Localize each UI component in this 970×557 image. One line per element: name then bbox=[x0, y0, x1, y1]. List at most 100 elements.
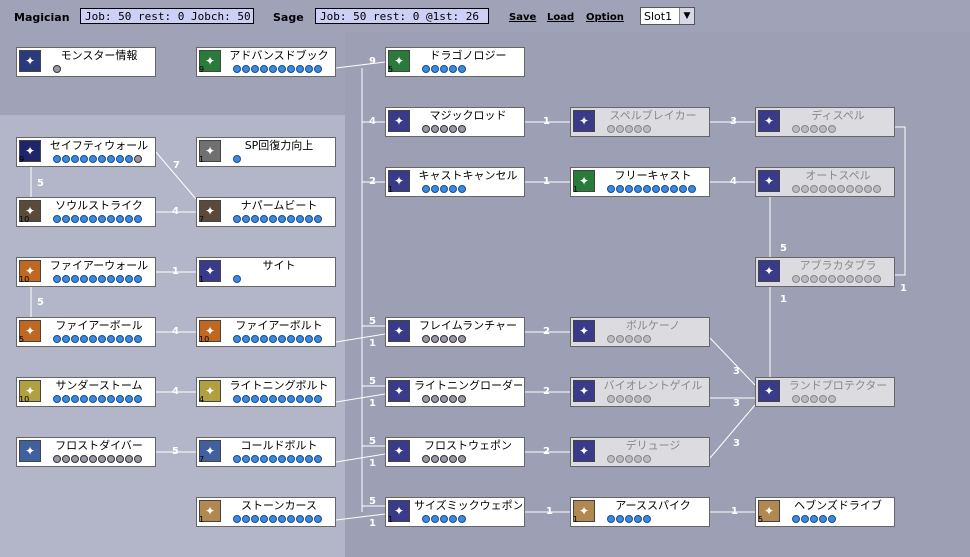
level-dot[interactable] bbox=[233, 215, 241, 223]
level-dot[interactable] bbox=[242, 215, 250, 223]
level-dot[interactable] bbox=[855, 275, 863, 283]
level-dot[interactable] bbox=[792, 395, 800, 403]
level-dot[interactable] bbox=[251, 455, 259, 463]
level-dot[interactable] bbox=[431, 65, 439, 73]
level-dot[interactable] bbox=[792, 185, 800, 193]
level-dot[interactable] bbox=[269, 335, 277, 343]
level-dot[interactable] bbox=[233, 515, 241, 523]
level-dot[interactable] bbox=[107, 155, 115, 163]
level-dot[interactable] bbox=[80, 215, 88, 223]
level-dot[interactable] bbox=[314, 65, 322, 73]
option-link[interactable]: Option bbox=[586, 12, 624, 23]
level-dot[interactable] bbox=[607, 395, 615, 403]
level-dot[interactable] bbox=[616, 125, 624, 133]
level-dot[interactable] bbox=[134, 455, 142, 463]
level-dot[interactable] bbox=[431, 125, 439, 133]
level-dot[interactable] bbox=[431, 395, 439, 403]
level-dot[interactable] bbox=[125, 275, 133, 283]
skill-deluge[interactable]: ✦デリュージ bbox=[570, 437, 710, 467]
level-dot[interactable] bbox=[116, 275, 124, 283]
level-dot[interactable] bbox=[260, 455, 268, 463]
level-dot[interactable] bbox=[440, 185, 448, 193]
level-dot[interactable] bbox=[440, 455, 448, 463]
level-dot[interactable] bbox=[837, 185, 845, 193]
level-dot[interactable] bbox=[873, 275, 881, 283]
level-dot[interactable] bbox=[71, 215, 79, 223]
level-dot[interactable] bbox=[125, 155, 133, 163]
level-dot[interactable] bbox=[80, 395, 88, 403]
level-dot[interactable] bbox=[810, 395, 818, 403]
level-dot[interactable] bbox=[296, 395, 304, 403]
level-dot[interactable] bbox=[422, 65, 430, 73]
skill-auto-spell[interactable]: ✦オートスペル bbox=[755, 167, 895, 197]
level-dot[interactable] bbox=[828, 275, 836, 283]
skill-dispel[interactable]: ✦ディスペル bbox=[755, 107, 895, 137]
slot-select[interactable]: Slot1 ▼ bbox=[640, 7, 695, 25]
level-dot[interactable] bbox=[449, 395, 457, 403]
level-dot[interactable] bbox=[440, 125, 448, 133]
level-dot[interactable] bbox=[652, 185, 660, 193]
level-dot[interactable] bbox=[98, 275, 106, 283]
level-dot[interactable] bbox=[688, 185, 696, 193]
level-dot[interactable] bbox=[449, 455, 457, 463]
level-dot[interactable] bbox=[116, 215, 124, 223]
level-dot[interactable] bbox=[801, 395, 809, 403]
level-dot[interactable] bbox=[458, 65, 466, 73]
level-dot[interactable] bbox=[314, 455, 322, 463]
level-dot[interactable] bbox=[864, 275, 872, 283]
skill-lightning-loader[interactable]: ✦ライトニングローダー bbox=[385, 377, 525, 407]
level-dot[interactable] bbox=[607, 125, 615, 133]
level-dot[interactable] bbox=[107, 455, 115, 463]
level-dot[interactable] bbox=[278, 215, 286, 223]
skill-abracadabra[interactable]: ✦アブラカタブラ bbox=[755, 257, 895, 287]
level-dot[interactable] bbox=[458, 335, 466, 343]
level-dot[interactable] bbox=[431, 455, 439, 463]
level-dot[interactable] bbox=[62, 455, 70, 463]
level-dot[interactable] bbox=[449, 515, 457, 523]
level-dot[interactable] bbox=[440, 335, 448, 343]
level-dot[interactable] bbox=[440, 65, 448, 73]
level-dot[interactable] bbox=[625, 515, 633, 523]
level-dot[interactable] bbox=[89, 395, 97, 403]
level-dot[interactable] bbox=[449, 185, 457, 193]
level-dot[interactable] bbox=[625, 185, 633, 193]
level-dot[interactable] bbox=[89, 455, 97, 463]
level-dot[interactable] bbox=[837, 275, 845, 283]
level-dot[interactable] bbox=[422, 395, 430, 403]
level-dot[interactable] bbox=[53, 65, 61, 73]
level-dot[interactable] bbox=[449, 65, 457, 73]
level-dot[interactable] bbox=[431, 515, 439, 523]
level-dot[interactable] bbox=[233, 335, 241, 343]
level-dot[interactable] bbox=[634, 125, 642, 133]
level-dot[interactable] bbox=[98, 335, 106, 343]
level-dot[interactable] bbox=[89, 275, 97, 283]
level-dot[interactable] bbox=[305, 215, 313, 223]
level-dot[interactable] bbox=[269, 395, 277, 403]
level-dot[interactable] bbox=[864, 185, 872, 193]
load-link[interactable]: Load bbox=[547, 12, 575, 23]
level-dot[interactable] bbox=[260, 395, 268, 403]
level-dot[interactable] bbox=[634, 455, 642, 463]
level-dot[interactable] bbox=[828, 395, 836, 403]
level-dot[interactable] bbox=[116, 395, 124, 403]
level-dot[interactable] bbox=[431, 185, 439, 193]
level-dot[interactable] bbox=[71, 155, 79, 163]
level-dot[interactable] bbox=[107, 395, 115, 403]
level-dot[interactable] bbox=[80, 155, 88, 163]
level-dot[interactable] bbox=[314, 215, 322, 223]
skill-spell-breaker[interactable]: ✦スペルブレイカー bbox=[570, 107, 710, 137]
level-dot[interactable] bbox=[134, 275, 142, 283]
level-dot[interactable] bbox=[98, 155, 106, 163]
level-dot[interactable] bbox=[53, 215, 61, 223]
level-dot[interactable] bbox=[287, 335, 295, 343]
